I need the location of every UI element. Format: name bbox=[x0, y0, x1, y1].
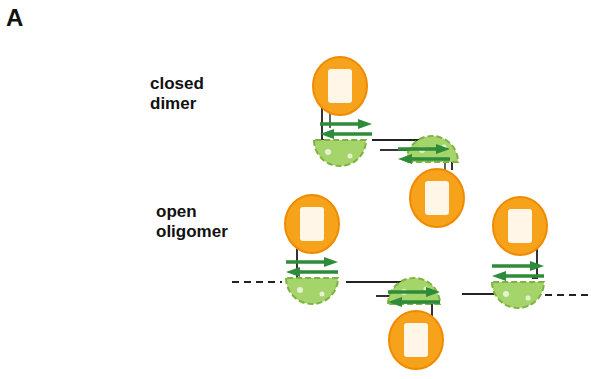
closed-dimer bbox=[313, 57, 464, 227]
state-label: open oligomer bbox=[156, 202, 240, 241]
panel-letter: A bbox=[6, 4, 46, 32]
state-label: closed dimer bbox=[150, 74, 224, 113]
open-oligomer bbox=[232, 195, 588, 369]
